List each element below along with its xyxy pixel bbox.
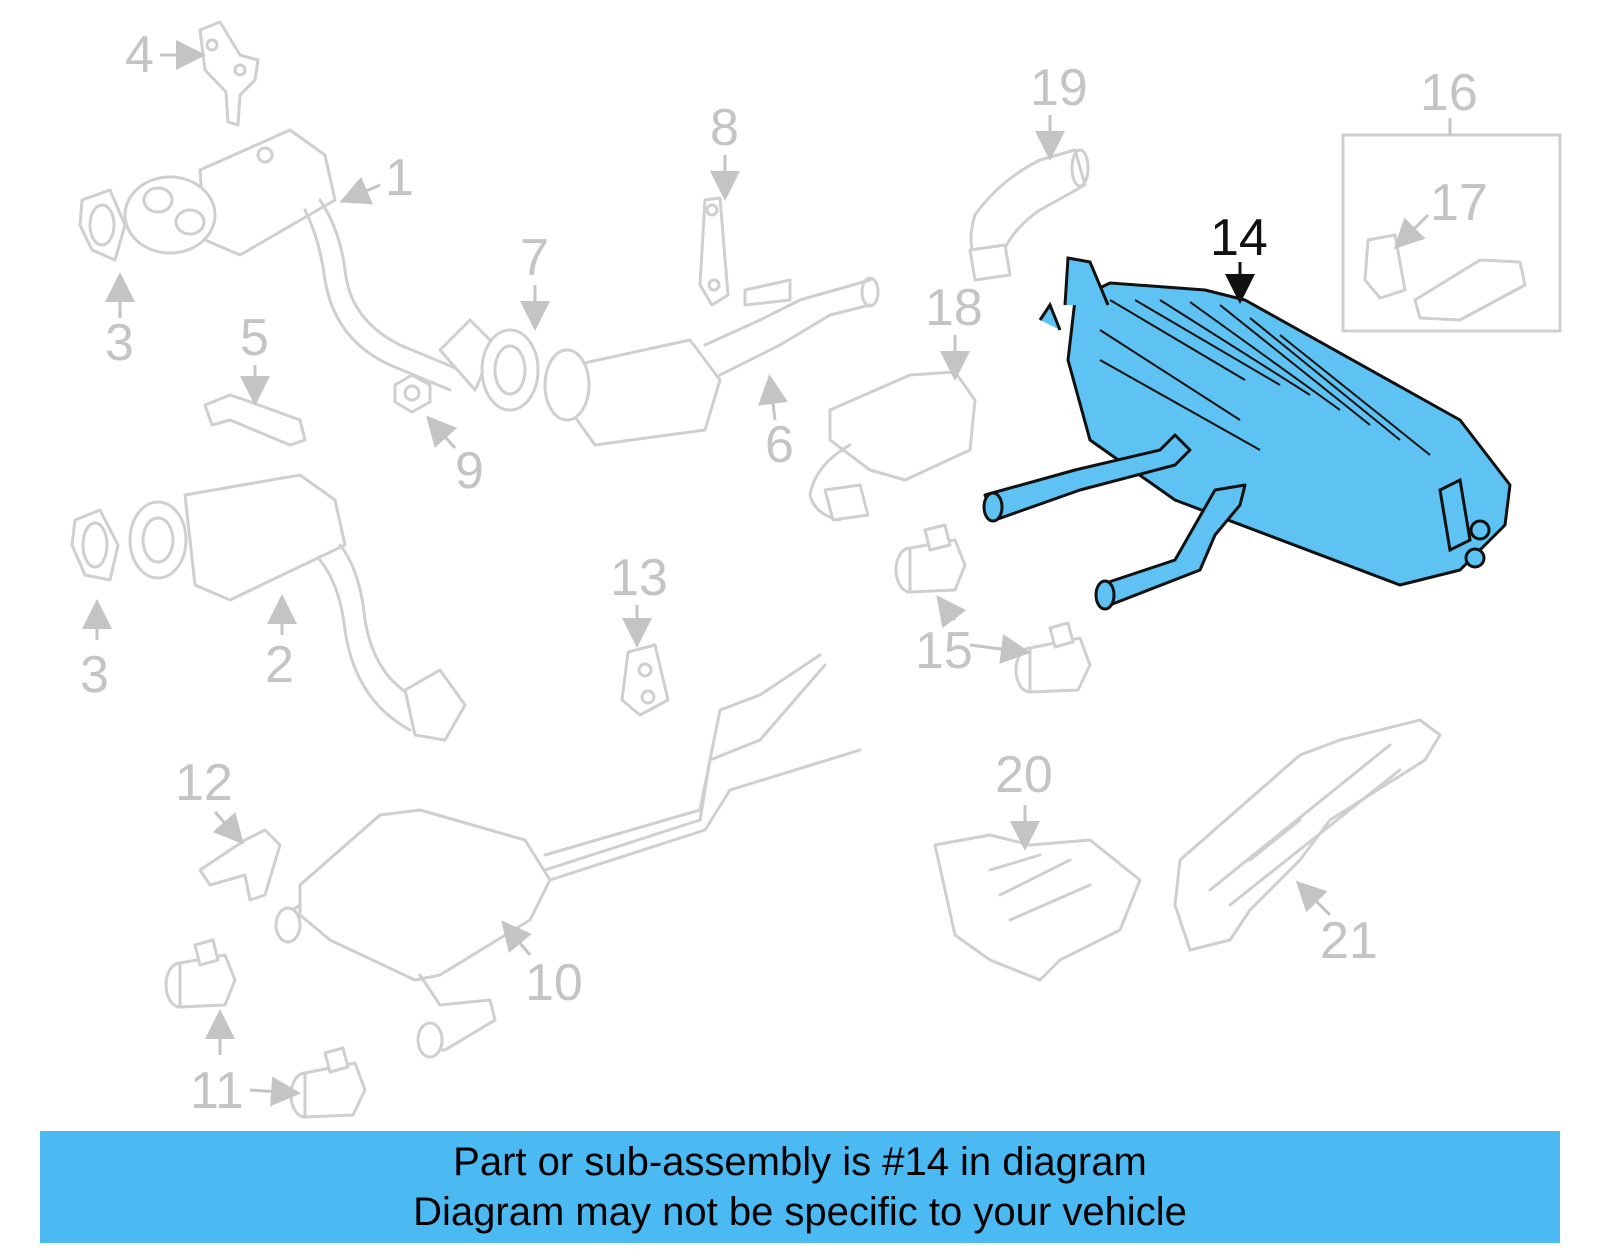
- label-19: 19: [1030, 59, 1088, 117]
- info-banner: Part or sub-assembly is #14 in diagram D…: [40, 1131, 1560, 1243]
- label-11-lower: 11: [190, 1062, 244, 1120]
- label-17: 17: [1430, 174, 1488, 232]
- part-10-center-muffler[interactable]: [274, 653, 862, 1059]
- part-3-gasket-upper[interactable]: [78, 188, 127, 262]
- label-3-lower: 3: [80, 646, 109, 704]
- label-20: 20: [995, 746, 1053, 804]
- exhaust-parts-diagram: 4 1 3 5 9 7 8 6 18 19 16 17 14 3 2 13 15…: [70, 20, 1562, 1120]
- part-11-clamp-upper[interactable]: [164, 938, 237, 1009]
- label-4: 4: [125, 26, 154, 84]
- label-13: 13: [610, 549, 668, 607]
- banner-line-2: Diagram may not be specific to your vehi…: [413, 1190, 1187, 1234]
- label-9: 9: [455, 442, 484, 500]
- part-21-heat-shield[interactable]: [1173, 718, 1442, 952]
- part-12-bracket[interactable]: [198, 828, 282, 902]
- label-2: 2: [265, 636, 294, 694]
- part-18-muffler[interactable]: [808, 370, 977, 522]
- part-3-gasket-lower[interactable]: [70, 508, 120, 582]
- part-6-catalytic-converter[interactable]: [543, 276, 880, 447]
- label-12: 12: [175, 754, 233, 812]
- label-15-lower: 15: [915, 622, 973, 680]
- part-7-gasket[interactable]: [480, 328, 540, 412]
- part-1-catalytic-converter[interactable]: [123, 128, 497, 392]
- label-5: 5: [240, 309, 269, 367]
- label-8: 8: [710, 99, 739, 157]
- label-1: 1: [385, 149, 414, 207]
- part-14-rear-muffler[interactable]: [982, 256, 1512, 611]
- part-8-hanger[interactable]: [698, 196, 730, 307]
- label-16: 16: [1420, 64, 1478, 122]
- part-11-clamp-lower[interactable]: [289, 1046, 367, 1119]
- label-3-upper: 3: [105, 314, 134, 372]
- label-6: 6: [765, 416, 794, 474]
- label-18: 18: [925, 279, 983, 337]
- part-20-heat-shield[interactable]: [933, 833, 1142, 982]
- part-15-clamp-upper[interactable]: [894, 523, 967, 594]
- label-21: 21: [1320, 912, 1378, 970]
- part-2-catalytic-converter[interactable]: [128, 473, 467, 742]
- part-5-bracket[interactable]: [203, 393, 307, 447]
- part-4-bracket[interactable]: [198, 20, 260, 127]
- label-14: 14: [1210, 209, 1268, 267]
- part-19-tail-pipe[interactable]: [968, 148, 1090, 282]
- banner-line-1: Part or sub-assembly is #14 in diagram: [453, 1140, 1147, 1184]
- part-13-rubber-mount[interactable]: [620, 643, 670, 717]
- label-7: 7: [520, 229, 549, 287]
- label-10: 10: [525, 954, 583, 1012]
- part-9-nut[interactable]: [393, 373, 432, 414]
- part-16-hanger-kit[interactable]: [1341, 133, 1562, 333]
- svg-text:4: 4: [125, 26, 154, 84]
- part-15-clamp-lower[interactable]: [1014, 621, 1092, 694]
